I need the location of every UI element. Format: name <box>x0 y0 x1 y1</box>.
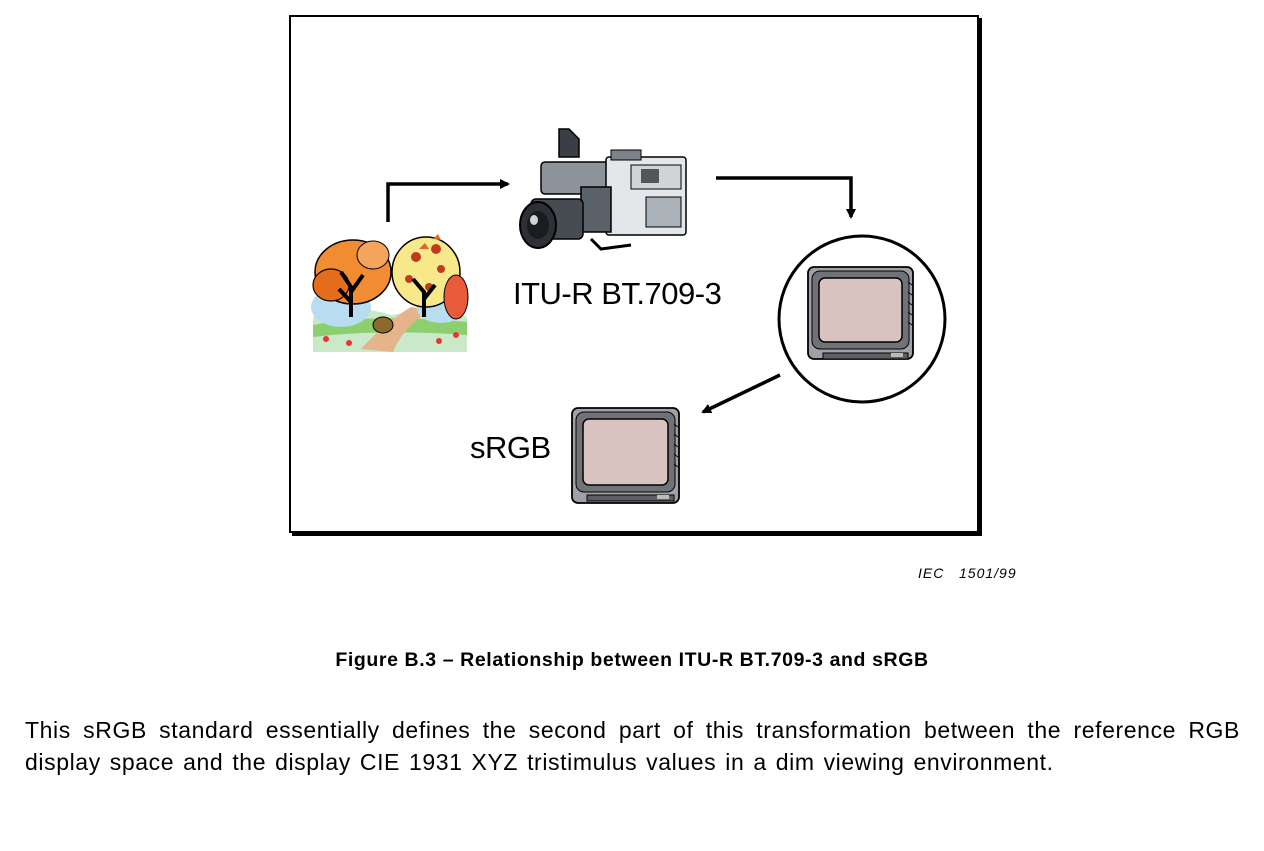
arrow-camera-to-reference-display <box>716 176 856 219</box>
arrow-reference-to-srgb-display <box>701 373 781 414</box>
figure-canvas <box>311 128 947 504</box>
figure-caption: Figure B.3 – Relationship between ITU-R … <box>335 649 929 671</box>
crt-monitor-icon <box>571 407 680 504</box>
srgb-label: sRGB <box>470 430 551 465</box>
arrow-scene-to-camera <box>386 179 510 222</box>
figure-frame: ITU-R BT.709-3 sRGB <box>289 15 979 533</box>
bt709-label: ITU-R BT.709-3 <box>513 276 722 311</box>
crt-monitor-icon <box>807 266 914 360</box>
body-paragraph: This sRGB standard essentially defines t… <box>25 717 1240 775</box>
figure-id: IEC 1501/99 <box>918 565 1017 581</box>
landscape-trees-icon <box>311 234 469 352</box>
video-camera-icon <box>519 128 687 251</box>
